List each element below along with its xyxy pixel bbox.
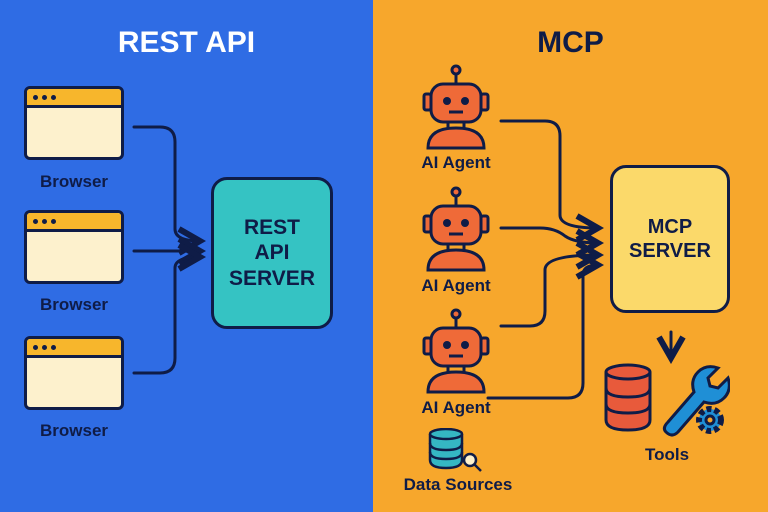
mcp-server: MCP SERVER: [610, 165, 730, 313]
robot-icon: [422, 64, 490, 150]
database-search-icon: [428, 428, 482, 472]
agent-3-connector: [499, 255, 598, 328]
robot-icon: [422, 308, 490, 394]
ai-agent-label: AI Agent: [421, 276, 491, 295]
rest-api-server: REST API SERVER: [211, 177, 333, 329]
agent-1-connector: [499, 119, 598, 228]
browser-window-icon: [24, 86, 124, 160]
ai-agent-label: AI Agent: [421, 398, 491, 417]
browser-3-connector: [132, 257, 200, 375]
agent-2-connector: [499, 226, 598, 243]
browser-window-icon: [24, 210, 124, 284]
browser-label: Browser: [39, 172, 109, 191]
mcp-server-line2: SERVER: [629, 240, 711, 262]
ai-agent-label: AI Agent: [421, 153, 491, 172]
rest-server-line3: SERVER: [229, 266, 315, 290]
mcp-server-line1: MCP: [647, 216, 693, 238]
tools-label: Tools: [644, 445, 690, 464]
tools-icon: [604, 363, 730, 437]
browser-1-connector: [132, 125, 200, 241]
rest-title: REST API: [117, 26, 256, 59]
rest-server-line2: API: [254, 241, 290, 265]
browser-window-icon: [24, 336, 124, 410]
browser-label: Browser: [39, 421, 109, 440]
robot-icon: [422, 186, 490, 272]
database-icon: [604, 372, 652, 432]
mcp-title: MCP: [537, 26, 604, 59]
data-sources-label: Data Sources: [403, 475, 513, 494]
data-sources-connector: [486, 265, 598, 400]
wrench-icon: [662, 365, 730, 437]
rest-server-line1: REST: [243, 216, 300, 240]
browser-label: Browser: [39, 295, 109, 314]
